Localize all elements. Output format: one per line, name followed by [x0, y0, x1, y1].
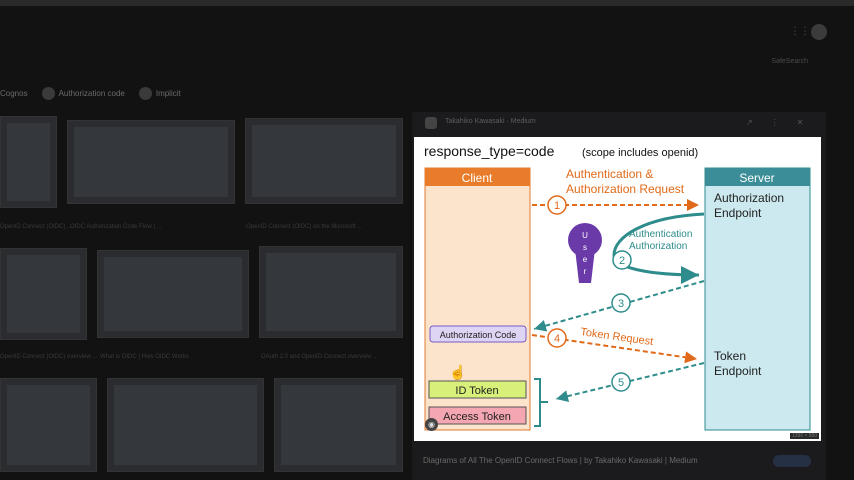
result-thumbnail[interactable] [0, 116, 57, 208]
server-label: Server [739, 171, 774, 185]
step1-label-2: Authorization Request [566, 182, 685, 196]
panel-actions: ↗⋮✕ [746, 118, 821, 127]
result-caption[interactable]: OIDC Authorization Code Flow | ... [70, 224, 162, 230]
user-icon [568, 223, 602, 283]
step1-badge [547, 195, 567, 215]
chip-implicit[interactable]: Implicit [138, 86, 181, 100]
result-caption[interactable]: OpenID Connect (OIDC) on the Microsoft .… [246, 224, 363, 230]
result-caption[interactable]: OpenID Connect (OIDC) overview ... [0, 354, 98, 360]
result-thumbnail[interactable] [107, 378, 264, 472]
image-size-badge: 1390 × 850 [790, 433, 820, 439]
result-thumbnail[interactable] [0, 378, 97, 472]
source-name[interactable]: Takahiko Kawasaki · Medium [445, 118, 536, 125]
id-token-label: ID Token [455, 385, 498, 397]
result-thumbnail[interactable] [0, 248, 87, 340]
chip-label: Cognos [0, 88, 28, 98]
user-letter: e [583, 255, 588, 264]
visit-button[interactable] [773, 455, 811, 467]
result-caption[interactable]: OAuth 2.0 and OpenID Connect overview ..… [261, 354, 379, 360]
step2-label-2: Authorization [629, 241, 687, 252]
share-icon[interactable]: ↗ [746, 118, 771, 127]
filter-chips: Cognos Authorization code Implicit [0, 84, 181, 102]
chip-authorization-code[interactable]: Authorization code [41, 86, 125, 100]
result-thumbnail[interactable] [97, 250, 249, 338]
authorization-code-label: Authorization Code [440, 330, 517, 340]
access-token-box [428, 406, 527, 425]
step5-badge [611, 372, 631, 392]
user-letter: U [582, 231, 588, 240]
step2-badge [612, 250, 632, 270]
apps-grid-icon[interactable]: ⋮⋮ [790, 26, 810, 37]
chip-thumbnail-icon [138, 86, 152, 100]
diagram-title: response_type=code [424, 143, 555, 159]
source-favicon-icon [425, 117, 437, 129]
server-header [705, 168, 810, 186]
token-endpoint-label-1: Token [714, 349, 746, 363]
user-letter: s [583, 243, 587, 252]
result-caption[interactable]: What is OIDC | How OIDC Works [100, 354, 189, 360]
token-bracket [534, 378, 548, 427]
chip-label: Authorization code [58, 88, 125, 98]
step4-number: 4 [554, 333, 560, 345]
image-caption[interactable]: Diagrams of All The OpenID Connect Flows… [423, 456, 698, 465]
chip-label: Implicit [155, 88, 181, 98]
preview-image[interactable]: response_type=code (scope includes openi… [414, 137, 821, 441]
diagram-subtitle: (scope includes openid) [582, 147, 698, 159]
step4-badge [547, 328, 567, 348]
auth-endpoint-label-1: Authorization [714, 191, 784, 205]
client-header [425, 168, 530, 186]
result-thumbnail[interactable] [274, 378, 403, 472]
step2-label-1: Authentication [629, 229, 692, 240]
authorization-code-box [429, 325, 527, 343]
chip-cognos[interactable]: Cognos [0, 89, 28, 98]
access-token-label: Access Token [443, 411, 511, 423]
safesearch-label[interactable]: SafeSearch [771, 58, 808, 65]
lens-icon[interactable]: ◉ [425, 418, 438, 431]
result-thumbnail[interactable] [67, 120, 235, 204]
step5-number: 5 [618, 377, 624, 389]
close-icon[interactable]: ✕ [796, 118, 822, 127]
step1-number: 1 [554, 200, 560, 212]
auth-endpoint-label-2: Endpoint [714, 206, 762, 220]
more-icon[interactable]: ⋮ [770, 118, 797, 127]
id-token-box [428, 380, 527, 399]
result-thumbnail[interactable] [259, 246, 403, 338]
avatar[interactable] [811, 24, 827, 40]
step1-label-1: Authentication & [566, 167, 653, 181]
step3-number: 3 [618, 298, 624, 310]
step3-badge [611, 293, 631, 313]
top-bar [0, 0, 854, 6]
server-column [704, 167, 811, 431]
oidc-flow-diagram: response_type=code (scope includes openi… [424, 143, 811, 431]
chip-thumbnail-icon [41, 86, 55, 100]
client-label: Client [462, 171, 493, 185]
token-endpoint-label-2: Endpoint [714, 364, 762, 378]
token-request-label: Token Request [580, 326, 654, 348]
user-letter: r [584, 267, 587, 276]
result-thumbnail[interactable] [245, 118, 403, 204]
step2-number: 2 [619, 255, 625, 267]
mouse-cursor-icon: ☝ [449, 364, 467, 380]
result-caption[interactable]: OpenID Connect (OIDC) ... [0, 224, 73, 230]
